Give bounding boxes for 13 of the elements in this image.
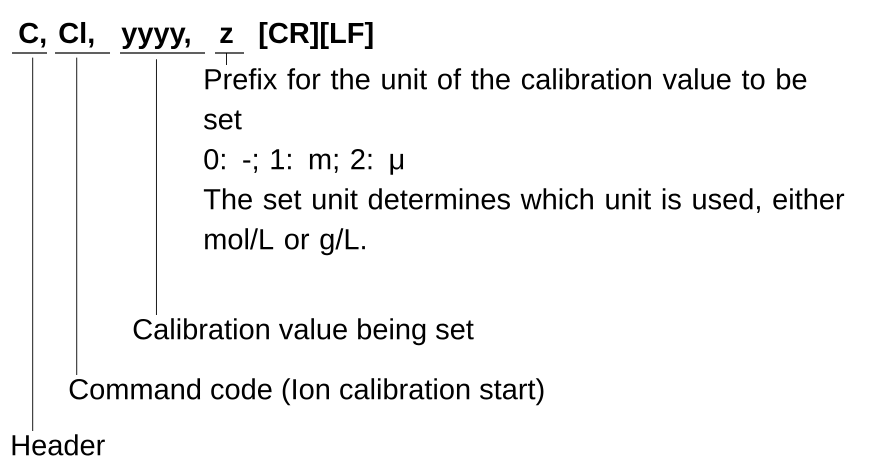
underlined-token: yyyy, bbox=[120, 28, 205, 54]
underlined-token: z bbox=[215, 28, 244, 54]
description-text: Command code (Ion calibration start) bbox=[70, 378, 544, 406]
leader-line bbox=[76, 57, 78, 376]
terminator-text: [CR][LF] bbox=[260, 22, 373, 50]
underlined-token: Cl, bbox=[55, 22, 110, 54]
description-text: Header bbox=[12, 434, 105, 456]
underlined-token: C, bbox=[12, 22, 48, 54]
description-text: Calibration value being set bbox=[134, 318, 474, 346]
description-text: Prefix for the unit of the calibration value to be set 0: -; 1: m; 2: μ The set unit determines which unit is used, either mol/L or g/L. bbox=[204, 68, 844, 256]
leader-line bbox=[226, 52, 227, 66]
leader-line bbox=[32, 57, 34, 432]
leader-line bbox=[156, 58, 157, 316]
